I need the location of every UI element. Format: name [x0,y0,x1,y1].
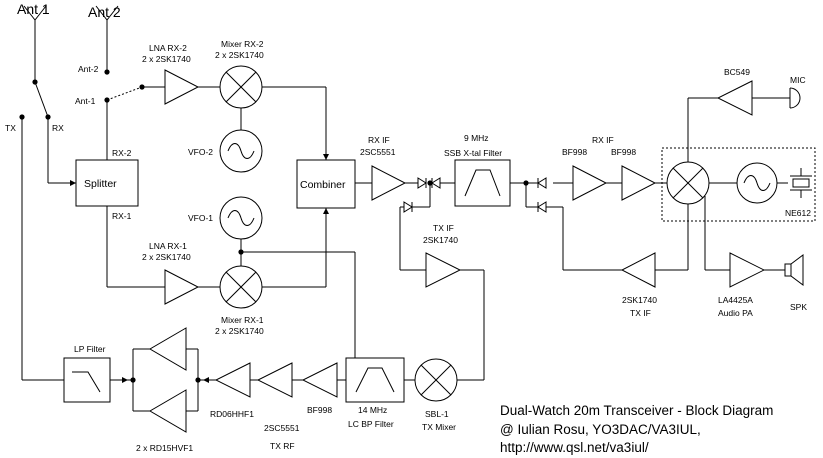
rx-label: RX [52,123,64,133]
rx-if-line1: RX IF [368,135,390,145]
lna-rx1-amplifier [164,269,200,305]
tx-if2-line1: 2SK1740 [622,295,657,305]
tx-label: TX [5,123,16,133]
antenna-2-icon [95,5,119,21]
rx-if-line2: 2SC5551 [360,147,396,157]
bf998-tx-label: BF998 [307,405,332,415]
audio-pa-line2: Audio PA [718,308,753,318]
pa-final-label: 2 x RD15HVF1 [136,443,193,453]
ne612-box [661,147,816,222]
junction-dots [19,69,529,383]
bf998-amplifier-1 [572,165,608,201]
speaker-icon [784,254,804,286]
lna-rx2-amplifier [164,69,200,105]
diode-pair-right [537,177,547,213]
tx-rf-line2: TX RF [270,441,295,451]
mixer-rx2 [219,65,263,109]
mixer-rx2-line1: Mixer RX-2 [221,39,264,49]
2sc5551-amplifier [256,362,293,398]
tx-rf-line1: 2SC5551 [264,423,300,433]
wires [21,20,790,411]
bf998-2-label: BF998 [611,147,636,157]
mixer-rx1-line1: Mixer RX-1 [221,315,264,325]
ne612-oscillator [736,162,778,204]
mic-label: MIC [790,75,806,85]
pa-final-amplifiers [133,327,198,433]
splitter-label: Splitter [84,178,117,190]
ne612-mixer [666,161,710,205]
ant1-label: Ant 1 [17,1,50,17]
vfo1-oscillator [219,196,263,240]
lna-rx2-line1: LNA RX-2 [149,43,187,53]
rx-if-bf-line1: RX IF [592,135,614,145]
rx-if-amplifier [371,165,407,201]
ant2-switch-label: Ant-2 [78,64,99,74]
lna-rx1-line2: 2 x 2SK1740 [142,252,191,262]
diode-pair-left [403,177,441,213]
lc-filter-line2: LC BP Filter [348,419,394,429]
lp-filter-block [63,357,111,403]
lna-rx1-line1: LNA RX-1 [149,241,187,251]
rd06hhf1-amplifier [214,362,251,398]
footer-author: @ Iulian Rosu, YO3DAC/VA3IUL, [500,422,701,437]
rd06-label: RD06HHF1 [210,409,254,419]
footer-title: Dual-Watch 20m Transceiver - Block Diagr… [500,403,773,418]
spk-label: SPK [790,302,807,312]
tx-if-line1: TX IF [433,223,454,233]
combiner-label: Combiner [300,179,346,191]
tx-if2-line2: TX IF [630,308,651,318]
tx-if2-amplifier [620,252,656,288]
bf998-amplifier-2 [621,165,657,201]
xtal-filter-line2: SSB X-tal Filter [444,148,502,158]
lc-filter-line1: 14 MHz [358,405,387,415]
ant2-label: Ant 2 [88,4,121,20]
bf998-1-label: BF998 [562,147,587,157]
antenna-1-icon [23,5,47,21]
ne612-label: NE612 [785,208,811,218]
tx-if-amplifier [425,252,462,288]
splitter-rx2-label: RX-2 [112,148,132,158]
vfo1-label: VFO-1 [188,213,213,223]
vfo2-label: VFO-2 [188,147,213,157]
mic-icon [789,87,801,109]
lc-bp-filter-block [345,357,405,403]
tx-mixer-line1: SBL-1 [425,409,449,419]
xtal-filter-block [454,159,511,207]
audio-pa-amplifier [729,252,766,288]
tx-if-line2: 2SK1740 [423,235,458,245]
mixer-rx1 [219,265,263,309]
footer-url: http://www.qsl.net/va3iul/ [500,440,649,455]
mixer-rx2-line2: 2 x 2SK1740 [215,50,264,60]
splitter-block [75,159,139,207]
mixer-rx1-line2: 2 x 2SK1740 [215,326,264,336]
lp-filter-label: LP Filter [74,344,106,354]
tx-mixer-line2: TX Mixer [422,422,456,432]
crystal-icon [790,168,812,198]
vfo2-oscillator [219,129,263,173]
bc549-label: BC549 [724,67,750,77]
lna-rx2-line2: 2 x 2SK1740 [142,54,191,64]
bc549-amplifier [716,80,753,116]
splitter-rx1-label: RX-1 [112,211,132,221]
bf998-tx-amplifier [301,362,338,398]
xtal-filter-line1: 9 MHz [464,133,489,143]
audio-pa-line1: LA4425A [718,295,753,305]
ant1-switch-label: Ant-1 [75,96,96,106]
tx-mixer [414,358,458,402]
